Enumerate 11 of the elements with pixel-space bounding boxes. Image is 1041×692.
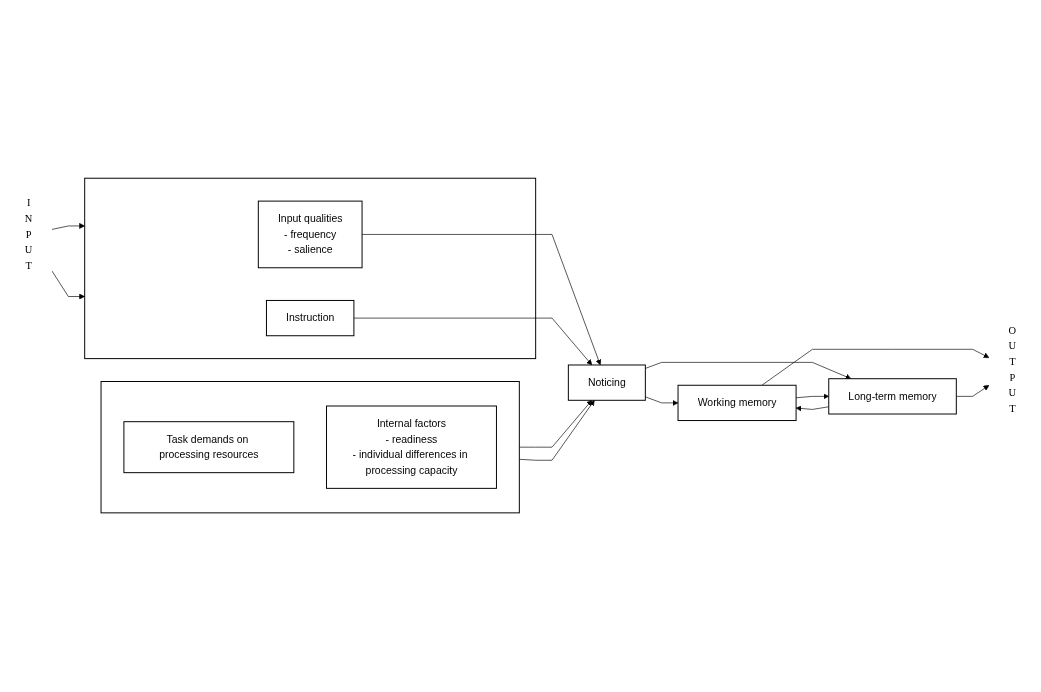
cluster [84,178,537,360]
cluster [100,381,520,514]
node-text: O U T P U T [1008,324,1017,415]
node-box: Working memory [677,385,797,422]
node-box: Noticing [567,364,646,402]
node-box: Task demands on processing resources [123,421,295,474]
node-box: Instruction [265,300,355,337]
node-box: Internal factors - readiness - individual differences in processing capacity [326,405,497,490]
node-text: I N P U T [24,197,33,272]
node-box: Long-term memory [828,378,957,415]
node-box: Input qualities - frequency - salience [257,201,363,269]
